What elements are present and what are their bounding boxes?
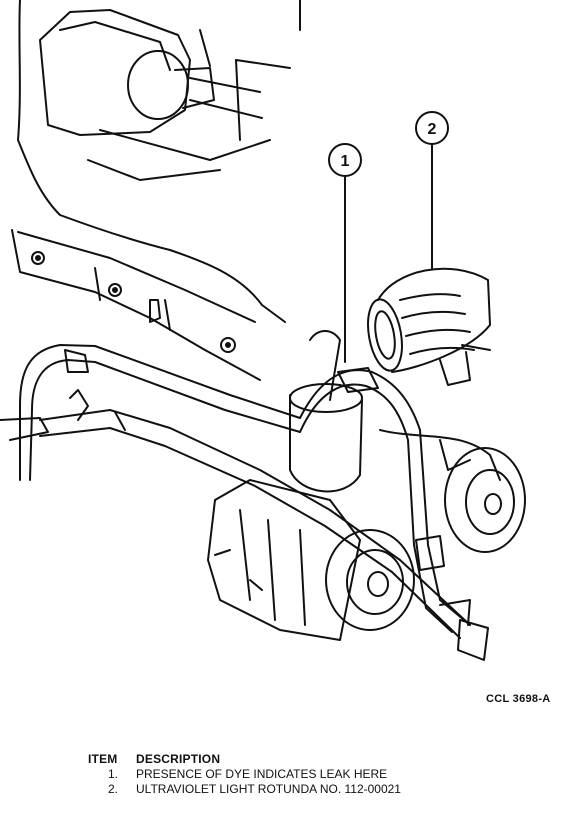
compressor: [207, 447, 526, 641]
legend-header: ITEM DESCRIPTION: [88, 752, 401, 767]
legend-row-description: PRESENCE OF DYE INDICATES LEAK HERE: [136, 767, 388, 781]
engine-block: [17, 0, 301, 323]
legend: ITEM DESCRIPTION 1. PRESENCE OF DYE INDIC…: [88, 752, 401, 797]
callout-1: 1: [328, 143, 362, 363]
exhaust-manifold: [11, 229, 261, 381]
callout-1-number: 1: [341, 153, 350, 170]
ultraviolet-light-icon: [367, 267, 491, 386]
callout-2: 2: [415, 111, 449, 269]
figure-code: CCL 3698-A: [486, 693, 551, 705]
legend-row: 2. ULTRAVIOLET LIGHT ROTUNDA NO. 112-000…: [88, 782, 401, 797]
legend-row-number: 1.: [107, 767, 118, 781]
ac-system-leak-detection-diagram: 1 2: [0, 0, 526, 661]
legend-item-header: ITEM: [88, 752, 118, 766]
refrigerant-hoses: [0, 344, 489, 661]
legend-row-description: ULTRAVIOLET LIGHT ROTUNDA NO. 112-00021: [136, 782, 401, 796]
legend-row-number: 2.: [107, 782, 118, 796]
legend-description-header: DESCRIPTION: [136, 752, 221, 766]
accumulator: [289, 330, 501, 493]
legend-row: 1. PRESENCE OF DYE INDICATES LEAK HERE: [88, 767, 401, 782]
callout-2-number: 2: [428, 121, 437, 138]
